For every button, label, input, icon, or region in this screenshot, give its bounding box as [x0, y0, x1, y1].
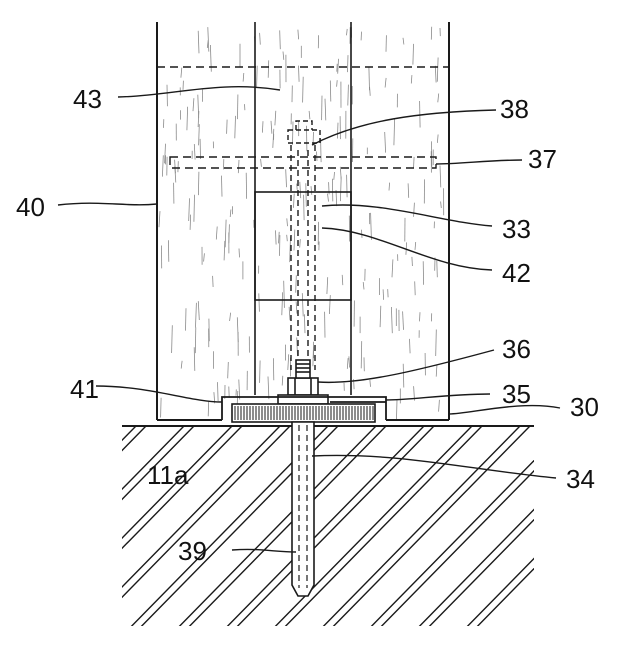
label-37: 37	[528, 144, 557, 174]
label-40: 40	[16, 192, 45, 222]
base-plate-30	[232, 404, 375, 422]
label-38: 38	[500, 94, 529, 124]
anchor-rod-34	[292, 422, 314, 596]
bolt-33-hidden	[291, 145, 315, 370]
block-42	[255, 192, 351, 300]
label-43: 43	[73, 84, 102, 114]
label-30: 30	[570, 392, 599, 422]
label-39: 39	[178, 536, 207, 566]
label-42: 42	[502, 258, 531, 288]
ground-hatching	[0, 426, 640, 640]
label-33: 33	[502, 214, 531, 244]
dashed-member-37	[170, 157, 436, 168]
label-41: 41	[70, 374, 99, 404]
label-34: 34	[566, 464, 595, 494]
label-35: 35	[502, 379, 531, 409]
label-11a: 11a	[147, 460, 189, 490]
nut-36	[288, 360, 318, 395]
label-36: 36	[502, 334, 531, 364]
